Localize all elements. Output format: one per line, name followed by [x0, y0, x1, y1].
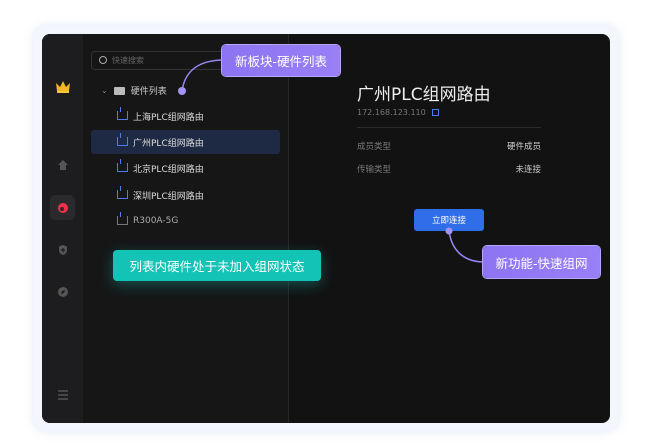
tree-item[interactable]: 北京PLC组网路由: [91, 156, 280, 180]
nav-rail: [42, 34, 83, 423]
info-row: 成员类型 硬件成员: [357, 140, 541, 152]
tree-item-label: 上海PLC组网路由: [133, 112, 204, 123]
search-placeholder: 快速搜索: [112, 56, 144, 65]
callout-status: 列表内硬件处于未加入组网状态: [113, 250, 321, 281]
home-icon[interactable]: [50, 152, 75, 177]
tree-item-label: 深圳PLC组网路由: [133, 191, 204, 202]
search-icon: [99, 56, 107, 64]
router-icon: [117, 107, 128, 120]
tree-item[interactable]: 上海PLC组网路由: [91, 104, 280, 128]
tree-group-header[interactable]: ⌄ 硬件列表: [101, 84, 167, 97]
router-icon: [117, 212, 128, 225]
router-icon: [117, 186, 128, 199]
divider: [357, 127, 541, 128]
hardware-sidebar: 快速搜索 ⌄ 硬件列表 上海PLC组网路由 广州PLC组网路由 北京PLC组网路…: [83, 34, 289, 423]
connect-button[interactable]: 立即连接: [414, 209, 484, 231]
tree-header-label: 硬件列表: [130, 87, 167, 97]
chevron-down-icon: ⌄: [101, 86, 108, 95]
info-row: 传输类型 未连接: [357, 163, 541, 175]
info-key: 传输类型: [357, 165, 392, 175]
device-ip: 172.168.123.110: [357, 108, 439, 117]
callout-new-block: 新板块-硬件列表: [222, 45, 340, 76]
callout-new-feature: 新功能-快速组网: [483, 246, 600, 278]
app-window: 快速搜索 ⌄ 硬件列表 上海PLC组网路由 广州PLC组网路由 北京PLC组网路…: [42, 34, 610, 423]
compass-icon[interactable]: [50, 279, 75, 304]
menu-icon[interactable]: [50, 382, 75, 407]
tree-item-label: 广州PLC组网路由: [133, 138, 204, 149]
tree-item[interactable]: 深圳PLC组网路由: [91, 183, 280, 207]
info-key: 成员类型: [357, 142, 392, 152]
tree-item-label: R300A-5G: [133, 216, 179, 226]
tree-item[interactable]: R300A-5G: [91, 209, 280, 233]
router-icon: [117, 133, 128, 146]
info-value: 未连接: [515, 165, 541, 175]
copy-icon[interactable]: [431, 109, 439, 116]
router-icon: [117, 159, 128, 172]
tree-item-label: 北京PLC组网路由: [133, 164, 204, 175]
network-icon[interactable]: [50, 195, 75, 220]
ip-text: 172.168.123.110: [357, 108, 426, 117]
folder-icon: [113, 86, 125, 95]
shield-icon[interactable]: [50, 237, 75, 262]
info-value: 硬件成员: [506, 142, 541, 152]
tree-item-selected[interactable]: 广州PLC组网路由: [91, 130, 280, 154]
crown-logo-icon: [50, 74, 75, 99]
device-title: 广州PLC组网路由: [357, 85, 491, 105]
